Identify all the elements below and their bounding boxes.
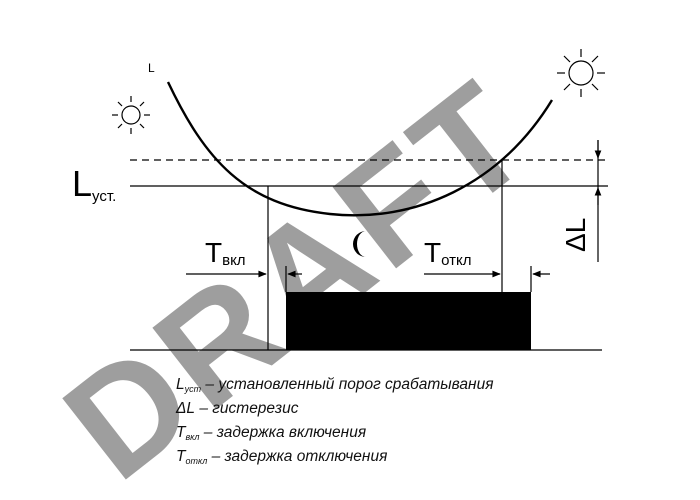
legend-item: ΔL – гистерезис xyxy=(176,400,299,417)
sun-icon xyxy=(557,49,605,97)
sun-icon xyxy=(112,96,150,134)
legend: Lуст – установленный порог срабатывания … xyxy=(176,375,596,471)
off-delay-label: Tоткл xyxy=(424,237,471,269)
light-level-curve xyxy=(166,81,554,217)
moon-icon xyxy=(353,231,366,257)
legend-item: Lуст – установленный порог срабатывания xyxy=(176,376,494,394)
threshold-label: Lуст. xyxy=(72,163,116,205)
legend-item: Tоткл – задержка отключения xyxy=(176,448,388,466)
hysteresis-label: ΔL xyxy=(560,218,591,252)
on-delay-label: Tвкл xyxy=(205,237,246,269)
output-active-block xyxy=(286,292,531,350)
legend-item: Tвкл – задержка включения xyxy=(176,424,367,442)
curve-label: L xyxy=(148,61,155,75)
